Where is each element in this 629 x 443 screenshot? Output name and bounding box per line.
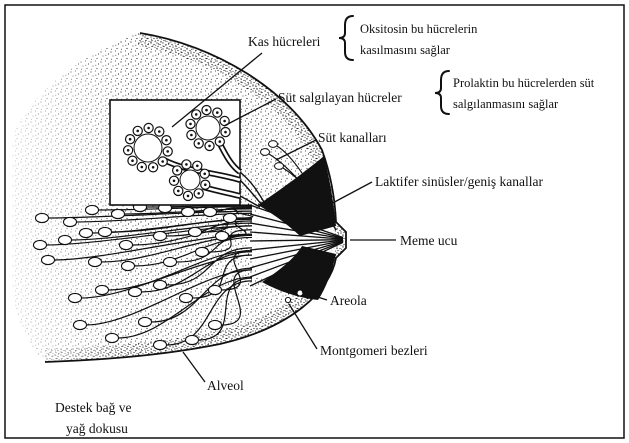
alveolus xyxy=(261,149,270,156)
alveolus xyxy=(204,207,217,216)
cell-nucleus xyxy=(161,160,164,163)
label-support-tissue-line1: Destek bağ ve xyxy=(55,400,131,415)
cell-nucleus xyxy=(197,142,200,145)
alveolus xyxy=(129,287,142,296)
cell-nucleus xyxy=(219,140,222,143)
note-oxytocin-line1: Oksitosin bu hücrelerin xyxy=(360,22,478,36)
alveolus xyxy=(209,320,222,329)
cell-nucleus xyxy=(147,127,150,130)
alveolus xyxy=(89,257,102,266)
label-alveolus: Alveol xyxy=(207,378,244,393)
note-prolactin-line2: salgılanmasını sağlar xyxy=(453,97,559,111)
alveolus xyxy=(180,293,193,302)
cell-nucleus xyxy=(196,165,199,168)
alveolus xyxy=(189,227,202,236)
alveolus xyxy=(139,317,152,326)
label-lactiferous-sinuses: Laktifer sinüsler/geniş kanallar xyxy=(375,174,543,189)
alveolus xyxy=(209,285,222,294)
note-prolactin-line1: Prolaktin bu hücrelerden süt xyxy=(453,76,595,90)
cell-nucleus xyxy=(187,195,190,198)
alveolus xyxy=(69,293,82,302)
alveolus xyxy=(122,261,135,270)
alveolus xyxy=(34,240,47,249)
note-oxytocin-line2: kasılmasını sağlar xyxy=(360,43,451,57)
montgomery-gland xyxy=(297,290,303,296)
label-nipple: Meme ucu xyxy=(400,233,458,248)
cell-nucleus xyxy=(177,190,180,193)
alveolus xyxy=(154,231,167,240)
cell-nucleus xyxy=(203,173,206,176)
alveolar-lumen xyxy=(180,170,200,190)
label-muscle-cells: Kas hücreleri xyxy=(248,34,321,49)
cell-nucleus xyxy=(190,134,193,137)
label-milk-secreting-cells: Süt salgılayan hücreler xyxy=(278,90,402,105)
cell-nucleus xyxy=(136,130,139,133)
cell-nucleus xyxy=(127,149,130,152)
alveolus xyxy=(112,209,125,218)
alveolus xyxy=(80,228,93,237)
alveolus xyxy=(186,335,199,344)
cell-nucleus xyxy=(185,163,188,166)
alveolar-lumen xyxy=(134,134,162,162)
alveolus xyxy=(99,227,112,236)
cell-nucleus xyxy=(166,150,169,153)
alveolar-lumen xyxy=(196,116,220,140)
alveolus xyxy=(42,255,55,264)
label-montgomery-glands: Montgomeri bezleri xyxy=(320,343,428,358)
alveolus xyxy=(86,205,99,214)
alveolus xyxy=(36,213,49,222)
cell-nucleus xyxy=(216,111,219,114)
cell-nucleus xyxy=(205,109,208,112)
alveolus xyxy=(182,207,195,216)
label-areola: Areola xyxy=(330,293,367,308)
alveolus xyxy=(275,163,284,170)
alveolus xyxy=(269,141,278,148)
cell-nucleus xyxy=(224,131,227,134)
label-milk-ducts: Süt kanalları xyxy=(318,130,387,145)
cell-nucleus xyxy=(158,130,161,133)
montgomery-gland xyxy=(285,297,290,302)
alveolus xyxy=(74,320,87,329)
cell-nucleus xyxy=(152,166,155,169)
alveolus xyxy=(164,257,177,266)
alveolus xyxy=(196,247,209,256)
alveolus xyxy=(120,240,133,249)
cell-nucleus xyxy=(131,159,134,162)
alveolus xyxy=(96,285,109,294)
magnified-inset xyxy=(110,100,240,205)
alveolus xyxy=(224,213,237,222)
cell-nucleus xyxy=(165,139,168,142)
cell-nucleus xyxy=(204,183,207,186)
alveolus xyxy=(59,235,72,244)
cell-nucleus xyxy=(223,120,226,123)
cell-nucleus xyxy=(189,123,192,126)
cell-nucleus xyxy=(141,166,144,169)
alveolus xyxy=(154,340,167,349)
cell-nucleus xyxy=(173,180,176,183)
alveolus xyxy=(154,280,167,289)
cell-nucleus xyxy=(197,192,200,195)
alveolus xyxy=(106,333,119,342)
cell-nucleus xyxy=(129,138,132,141)
alveolus xyxy=(64,217,77,226)
label-support-tissue-line2: yağ dokusu xyxy=(66,421,128,436)
cell-nucleus xyxy=(208,145,211,148)
alveolus xyxy=(216,231,229,240)
cell-nucleus xyxy=(176,169,179,172)
cell-nucleus xyxy=(195,113,198,116)
